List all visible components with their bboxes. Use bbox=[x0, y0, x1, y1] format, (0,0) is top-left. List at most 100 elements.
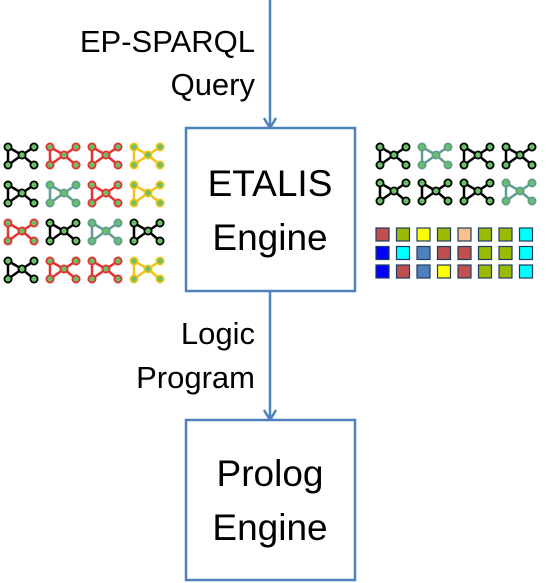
graph-node bbox=[45, 236, 55, 246]
graph-node bbox=[417, 178, 427, 188]
event-square bbox=[498, 245, 513, 261]
graph-node bbox=[473, 150, 483, 160]
graph-node bbox=[401, 178, 411, 188]
graph-node bbox=[401, 160, 411, 170]
graph-node bbox=[515, 186, 525, 196]
graph-node bbox=[45, 198, 55, 208]
input-graph-icon bbox=[3, 218, 39, 246]
event-square bbox=[477, 245, 493, 261]
event-square bbox=[436, 227, 452, 242]
graph-node bbox=[401, 196, 411, 206]
input-label-line-1: EP-SPARQL bbox=[80, 24, 255, 59]
etalis-engine-box bbox=[184, 126, 357, 293]
graph-node bbox=[459, 196, 469, 206]
output-graph-icon bbox=[417, 142, 453, 170]
graph-node bbox=[515, 150, 525, 160]
graph-node bbox=[45, 160, 55, 170]
graph-node bbox=[389, 186, 399, 196]
graph-node bbox=[417, 142, 427, 152]
graph-node bbox=[527, 196, 537, 206]
graph-node bbox=[29, 198, 39, 208]
graph-node bbox=[59, 264, 69, 274]
graph-node bbox=[459, 160, 469, 170]
graph-node bbox=[417, 160, 427, 170]
graph-node bbox=[17, 226, 27, 236]
graph-node bbox=[485, 196, 495, 206]
event-square bbox=[457, 264, 472, 279]
graph-node bbox=[443, 196, 453, 206]
event-square bbox=[375, 245, 390, 261]
graph-node bbox=[113, 274, 123, 284]
graph-node bbox=[17, 264, 27, 274]
graph-node bbox=[101, 226, 111, 236]
graph-node bbox=[87, 160, 97, 170]
output-graph-icon bbox=[459, 178, 495, 206]
graph-node bbox=[101, 188, 111, 198]
graph-node bbox=[527, 178, 537, 188]
graph-node bbox=[3, 274, 13, 284]
graph-node bbox=[113, 142, 123, 152]
input-graph-icon bbox=[87, 256, 123, 284]
graph-node bbox=[389, 150, 399, 160]
graph-node bbox=[45, 218, 55, 228]
graph-node bbox=[129, 256, 139, 266]
input-graph-icon bbox=[45, 218, 81, 246]
graph-node bbox=[71, 274, 81, 284]
output-graph-icon bbox=[375, 142, 411, 170]
graph-node bbox=[29, 142, 39, 152]
event-square bbox=[395, 227, 411, 242]
input-graph-icon bbox=[45, 256, 81, 284]
graph-node bbox=[71, 218, 81, 228]
event-square bbox=[477, 264, 493, 279]
graph-node bbox=[59, 188, 69, 198]
input-graph-icon bbox=[129, 180, 165, 208]
graph-node bbox=[501, 160, 511, 170]
event-square bbox=[416, 264, 431, 279]
output-graph-icon bbox=[459, 142, 495, 170]
input-graph-icon bbox=[3, 256, 39, 284]
graph-node bbox=[431, 150, 441, 160]
event-square bbox=[395, 264, 411, 279]
prolog-engine-box bbox=[184, 418, 357, 582]
graph-node bbox=[59, 150, 69, 160]
graph-node bbox=[143, 188, 153, 198]
event-square bbox=[416, 245, 431, 261]
graph-node bbox=[71, 236, 81, 246]
graph-node bbox=[129, 198, 139, 208]
graph-node bbox=[71, 180, 81, 190]
graph-node bbox=[155, 256, 165, 266]
event-square bbox=[416, 227, 431, 242]
graph-node bbox=[101, 264, 111, 274]
graph-node bbox=[443, 160, 453, 170]
input-label-line-2: Query bbox=[171, 67, 256, 102]
input-graph-icon bbox=[129, 256, 165, 284]
graph-node bbox=[129, 236, 139, 246]
graph-node bbox=[113, 160, 123, 170]
graph-node bbox=[527, 142, 537, 152]
graph-node bbox=[443, 178, 453, 188]
graph-node bbox=[3, 256, 13, 266]
graph-node bbox=[71, 256, 81, 266]
graph-node bbox=[143, 226, 153, 236]
graph-node bbox=[29, 160, 39, 170]
graph-node bbox=[59, 226, 69, 236]
input-event-graphs bbox=[3, 142, 165, 284]
graph-node bbox=[45, 256, 55, 266]
graph-node bbox=[155, 198, 165, 208]
graph-node bbox=[485, 160, 495, 170]
graph-node bbox=[527, 160, 537, 170]
event-square bbox=[518, 245, 534, 261]
graph-node bbox=[155, 274, 165, 284]
graph-node bbox=[375, 196, 385, 206]
middle-label-line-2: Program bbox=[136, 360, 255, 395]
graph-node bbox=[501, 142, 511, 152]
graph-node bbox=[155, 236, 165, 246]
event-square bbox=[457, 245, 472, 261]
output-graph-icon bbox=[501, 142, 537, 170]
input-graph-icon bbox=[129, 142, 165, 170]
input-graph-icon bbox=[3, 142, 39, 170]
event-square bbox=[436, 264, 452, 279]
event-square bbox=[395, 245, 411, 261]
graph-node bbox=[87, 256, 97, 266]
